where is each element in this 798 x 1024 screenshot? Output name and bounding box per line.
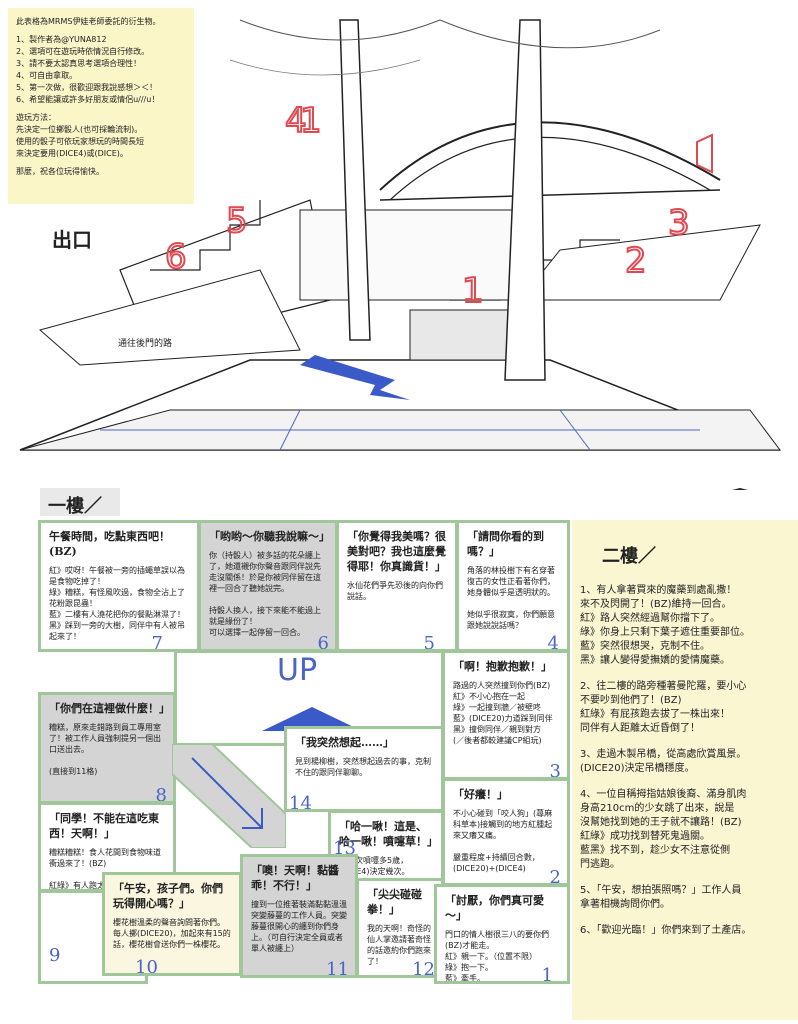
board-cell-11: 「噢！天啊！黏醬乖！不行！」 撞到一位推著裝滿黏黏溫溫突變藤蔓的工作人員。突變藤… [240, 854, 358, 978]
howto-line: 先決定一位擲骰人(也可採輪流制)。 [16, 125, 143, 134]
cell-number: 3 [549, 761, 561, 780]
cell-number: 6 [317, 633, 329, 652]
floor2-item: 2、往二樓的路旁種著曼陀羅，要小心 不要吵到他們了！(BZ) 紅綠》有屁孩跑去拔… [580, 681, 747, 734]
cell-heading: 「討厭，你們真可愛～」 [445, 894, 544, 922]
cell-body: 紅》哎呀！午餐被一旁的插蠅草誤以為是食物吃掉了！ 綠》糟糕，有怪風吹過，食物全沾… [49, 566, 185, 641]
cell-number: 10 [135, 957, 158, 976]
floor2-list: 1、有人拿著買來的魔藥到處亂撒！ 來不及閃開了！(BZ)維持一回合。 紅》路人突… [580, 584, 792, 950]
intro-rule: 3、請不要太認真思考選項合理性！ [16, 59, 142, 68]
cell-heading: 午餐時間，吃點東西吧！(BZ) [49, 530, 170, 558]
board-cell-5: 「你覺得我美嗎？很美對吧？我也這麼覺得耶！你真識貨！」 水仙花們爭先恐後的向你們… [336, 520, 458, 652]
cell-body: 你（持骰人）被多話的花朵纏上了，她還襯你你聲音跟同伴說先走沒關係！於是你被同伴留… [209, 551, 321, 637]
cell-heading: 「你覺得我美嗎？很美對吧？我也這麼覺得耶！你真識貨！」 [347, 530, 446, 573]
board-cell-4: 「請問你看的到嗎？」 角落的林投樹下有名穿著復古的女性正看著你們，她身體似乎是透… [456, 520, 570, 652]
howto-line: 使用的骰子可依玩家想玩的時間長短 [16, 137, 144, 146]
howto-title: 遊玩方法： [16, 113, 56, 122]
floor2-item: 4、一位自稱拇指姑娘後裔、滿身肌肉 身高210cm的少女跳了出來，說是 沒幫她找… [580, 789, 747, 870]
intro-rule: 5、第一次做，很歡迎跟我說感想＞＜！ [16, 83, 158, 92]
cell-body: 糟糕，原來走錯路到員工專用室了！被工作人員強制提另一個出口送出去。 (直接到11… [49, 723, 161, 776]
up-arrow-icon [262, 707, 362, 731]
cell-heading: 「你們在這裡做什麼！」 [49, 702, 170, 715]
stair-marker-right [696, 133, 713, 174]
board-cell-1: 「討厭，你們真可愛～」 門口的情人樹很三八的要你們(BZ)才能走。 紅》親一下。… [434, 884, 570, 984]
board-cell-8: 「你們在這裡做什麼！」 糟糕，原來走錯路到員工專用室了！被工作人員強制提另一個出… [38, 692, 176, 804]
cell-heading: 「哈一啾！這是、哈一啾！噴嚏草！」 [339, 820, 438, 848]
back-door-path-label: 通往後門的路 [118, 339, 173, 349]
cell-heading: 「我突然想起……」 [295, 736, 394, 749]
cell-number: 13 [333, 838, 356, 859]
floor2-item: 5、「午安，想拍張照嗎？」工作人員 拿著相機詢問你們。 [580, 885, 742, 910]
board-cell-13: 「哈一啾！這是、哈一啾！噴嚏草！」 打一次噴嚏多5歲，(DICE4)決定幾次。 … [328, 810, 444, 882]
stair-number-1: 1 [462, 271, 484, 311]
cell-number: 5 [423, 633, 435, 652]
stair-number-3: 3 [668, 203, 690, 243]
board-cell-14: 「我突然想起……」 見到楊柳樹，突然想起過去的事，克制不住的跟同伴聊聊。 14 [284, 726, 444, 812]
intro-rule: 1、製作者為@YUNA812 [16, 35, 107, 44]
cell-number: 14 [289, 793, 312, 812]
diagonal-path-arrow-icon [172, 744, 286, 848]
park-scene-illustration: 1 2 3 4 1 5 6 [19, 19, 781, 490]
cell-heading: 「噢！天啊！黏醬乖！不行！」 [251, 864, 339, 892]
intro-rule: 4、可自由拿取。 [16, 71, 78, 80]
stair-number-4b: 1 [300, 101, 322, 141]
board-cell-2: 「好癢！」 不小心碰到「咬人狗」(蕁麻科草本)接觸到的地方紅腫起來又癢又痛。 嚴… [442, 778, 570, 886]
cell-heading: 「好癢！」 [453, 788, 508, 801]
cell-number: 9 [49, 945, 61, 966]
exit-label: 出口 [52, 228, 92, 252]
cell-number: 11 [326, 959, 349, 978]
cell-body: 不小心碰到「咬人狗」(蕁麻科草本)接觸到的地方紅腫起來又癢又痛。 嚴重程度+持續… [453, 809, 553, 873]
cell-number: 8 [155, 785, 167, 804]
howto-line: 來決定要用(DICE4)或(DICE)。 [16, 149, 128, 158]
cell-heading: 「啊！抱歉抱歉！」 [453, 660, 552, 673]
cell-heading: 「尖尖碰碰拳！」 [367, 888, 422, 916]
stair-number-5: 5 [226, 201, 248, 241]
board-cell-6: 「哟哟～你聽我說嘛～」 你（持骰人）被多話的花朵纏上了，她還襯你你聲音跟同伴說先… [198, 520, 338, 652]
stair-number-2: 2 [625, 241, 647, 281]
intro-rule: 6、希望能讓或許多好朋友或情侶u///u！ [16, 95, 160, 104]
cell-number: 4 [547, 633, 559, 652]
cell-body: 我的天啊！奇怪的仙人掌邀請著奇怪的話邀約你們跑來了！ [367, 924, 431, 966]
cell-body: 見到楊柳樹，突然想起過去的事，克制不住的跟同伴聊聊。 [295, 757, 431, 777]
floor2-item: 6、「歡迎光臨！」你們來到了土產店。 [580, 925, 752, 936]
board-cell-3: 「啊！抱歉抱歉！」 路過的人突然撞到你們(BZ) 紅》不小心抱在一起 綠》一起撞… [442, 650, 570, 780]
cell-body: 路過的人突然撞到你們(BZ) 紅》不小心抱在一起 綠》一起撞到牆／被壁咚 藍》(… [453, 681, 553, 745]
floor2-item: 3、走過木製吊橋，從高處欣賞風景。 (DICE20)決定吊橋穩度。 [580, 749, 747, 774]
cell-number: 12 [412, 959, 435, 978]
stair-number-6: 6 [165, 237, 187, 277]
cell-body: 門口的情人樹很三八的要你們(BZ)才能走。 紅》親一下。（位置不限） 綠》抱一下… [445, 930, 549, 983]
cell-body: 打一次噴嚏多5歲，(DICE4)決定幾次。 [339, 856, 410, 876]
board-cell-7: 午餐時間，吃點東西吧！(BZ) 紅》哎呀！午餐被一旁的插蠅草誤以為是食物吃掉了！… [38, 520, 200, 652]
cell-body: 角落的林投樹下有名穿著復古的女性正看著你們，她身體似乎是透明狀的。 她似乎很寂寞… [467, 566, 555, 630]
floor1-board: 午餐時間，吃點東西吧！(BZ) 紅》哎呀！午餐被一旁的插蠅草誤以為是食物吃掉了！… [38, 520, 570, 984]
cell-body: 撞到一位推著裝滿黏黏溫溫突變藤蔓的工作人員。突變藤蔓很開心的纏到你們身上。（可自… [251, 900, 347, 953]
cell-heading: 「哟哟～你聽我說嘛～」 [209, 530, 330, 543]
cell-heading: 「請問你看的到嗎？」 [467, 530, 544, 558]
floor2-item: 1、有人拿著買來的魔藥到處亂撒！ 來不及閃開了！(BZ)維持一回合。 紅》路人突… [580, 585, 750, 666]
stair-number-4: 4 [285, 101, 307, 141]
board-cell-12: 「尖尖碰碰拳！」 我的天啊！奇怪的仙人掌邀請著奇怪的話邀約你們跑來了！ 12 [356, 878, 444, 978]
floor2-panel [572, 520, 798, 1020]
cell-number: 1 [541, 965, 553, 984]
intro-rule: 2、選項可在遊玩時依情況自行修改。 [16, 47, 150, 56]
cell-body: 櫻花樹溫柔的聲音詢問著你們。每人擲(DICE20)，加起來有15的話，櫻花樹會送… [113, 918, 231, 949]
intro-title: 此表格為MRMS伊娃老師委託的衍生物。 [16, 17, 161, 26]
cell-heading: 「同學！不能在這吃東西！天啊！」 [49, 812, 159, 840]
cell-body: 水仙花們爭先恐後的向你們說話。 [347, 581, 443, 601]
intro-note: 此表格為MRMS伊娃老師委託的衍生物。 1、製作者為@YUNA812 2、選項可… [8, 8, 194, 204]
cell-number: 7 [151, 633, 163, 652]
cell-heading: 「午安，孩子們。你們玩得開心嗎？」 [113, 882, 223, 910]
floor1-title: 一樓／ [40, 488, 120, 517]
floor2-title: 二樓／ [602, 546, 656, 567]
up-label: UP [277, 653, 318, 688]
intro-closing: 那麼，祝各位玩得愉快。 [16, 167, 104, 176]
board-cell-10: 「午安，孩子們。你們玩得開心嗎？」 櫻花樹溫柔的聲音詢問著你們。每人擲(DICE… [102, 872, 242, 976]
cell-number: 2 [549, 867, 561, 886]
